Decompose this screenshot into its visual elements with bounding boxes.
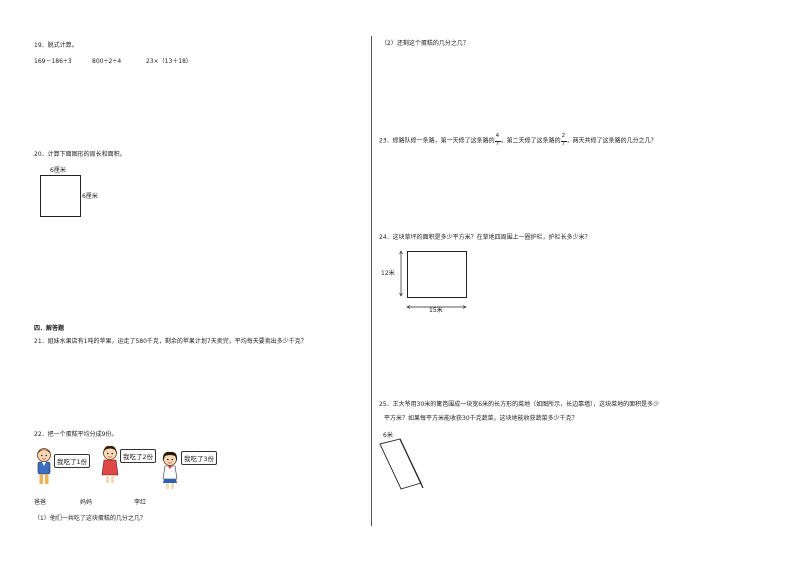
dad-illustration: [37, 448, 51, 484]
q25-line-2: 平方米？如果每平方米能收获30千克蔬菜，这块地能收获蔬菜多少千克？: [384, 415, 578, 422]
q19-expr-3: 23×（13＋18）: [146, 58, 192, 65]
name-mom: 妈妈: [80, 499, 93, 506]
q24-dimension-lines: [399, 250, 467, 309]
q24-title: 24．这块草坪的面积是多少平方米？在草地四周围上一圈护栏，护栏长多少米？: [379, 234, 591, 241]
column-divider: [371, 36, 372, 526]
q25-width-label: 6米: [383, 432, 393, 439]
q24-height-label: 12米: [381, 270, 395, 277]
q22-sub-question-2: （2）还剩这个蛋糕的几分之几？: [381, 40, 469, 47]
q24-width-label: 15米: [428, 307, 444, 314]
dad-speech-bubble: 我吃了1份: [54, 454, 91, 468]
q20-title: 20．计算下面图形的周长和面积。: [34, 151, 126, 158]
q22-title: 22．把一个蛋糕平均分成9份。: [34, 431, 118, 438]
q20-square-top-label: 6厘米: [50, 167, 66, 174]
mom-illustration: [101, 445, 119, 483]
q20-square: [40, 175, 81, 217]
q25-line-1: 25．王大爷用30米的篱笆围成一块宽6米的长方形的菜地（如图所示，长边靠墙），这…: [379, 401, 660, 408]
q23-part-c: ，两天共修了这条路的几分之几？: [566, 137, 657, 145]
q25-vegetable-plot-diagram: [379, 438, 424, 490]
q23-fraction-2-numerator: 2: [561, 133, 566, 139]
li-hong-illustration: [162, 451, 178, 489]
q19-expr-1: 169－186÷3: [34, 58, 72, 65]
li-hong-speech-bubble: 我吃了3份: [181, 451, 218, 465]
q23-part-b: ，第二天修了这条路的: [500, 137, 561, 145]
q22-sub-question-1: （1）他们一共吃了这块蛋糕的几分之几？: [34, 515, 146, 522]
q20-square-side-label: 6厘米: [82, 193, 98, 200]
section-4-heading: 四．解答题: [34, 325, 65, 332]
q21-text: 21．姐妹水果店有1吨的苹果，运走了580千克，剩余的苹果计划7天卖完，平均每天…: [34, 338, 307, 345]
q19-title: 19．脱式计算。: [34, 42, 78, 49]
name-li-hong: 李红: [134, 499, 147, 506]
q23-part-a: 23．修路队修一条路，第一天修了这条路的: [379, 137, 495, 145]
name-dad: 爸爸: [34, 499, 47, 506]
q23-fraction-1-denominator: 7: [495, 141, 500, 147]
mom-speech-bubble: 我吃了2份: [120, 449, 157, 463]
q23-fraction-1-numerator: 4: [495, 133, 500, 139]
q24-lawn-rectangle: [407, 251, 467, 298]
q23-fraction-2-denominator: 7: [561, 141, 566, 147]
q19-expr-2: 800÷2÷4: [92, 58, 122, 65]
